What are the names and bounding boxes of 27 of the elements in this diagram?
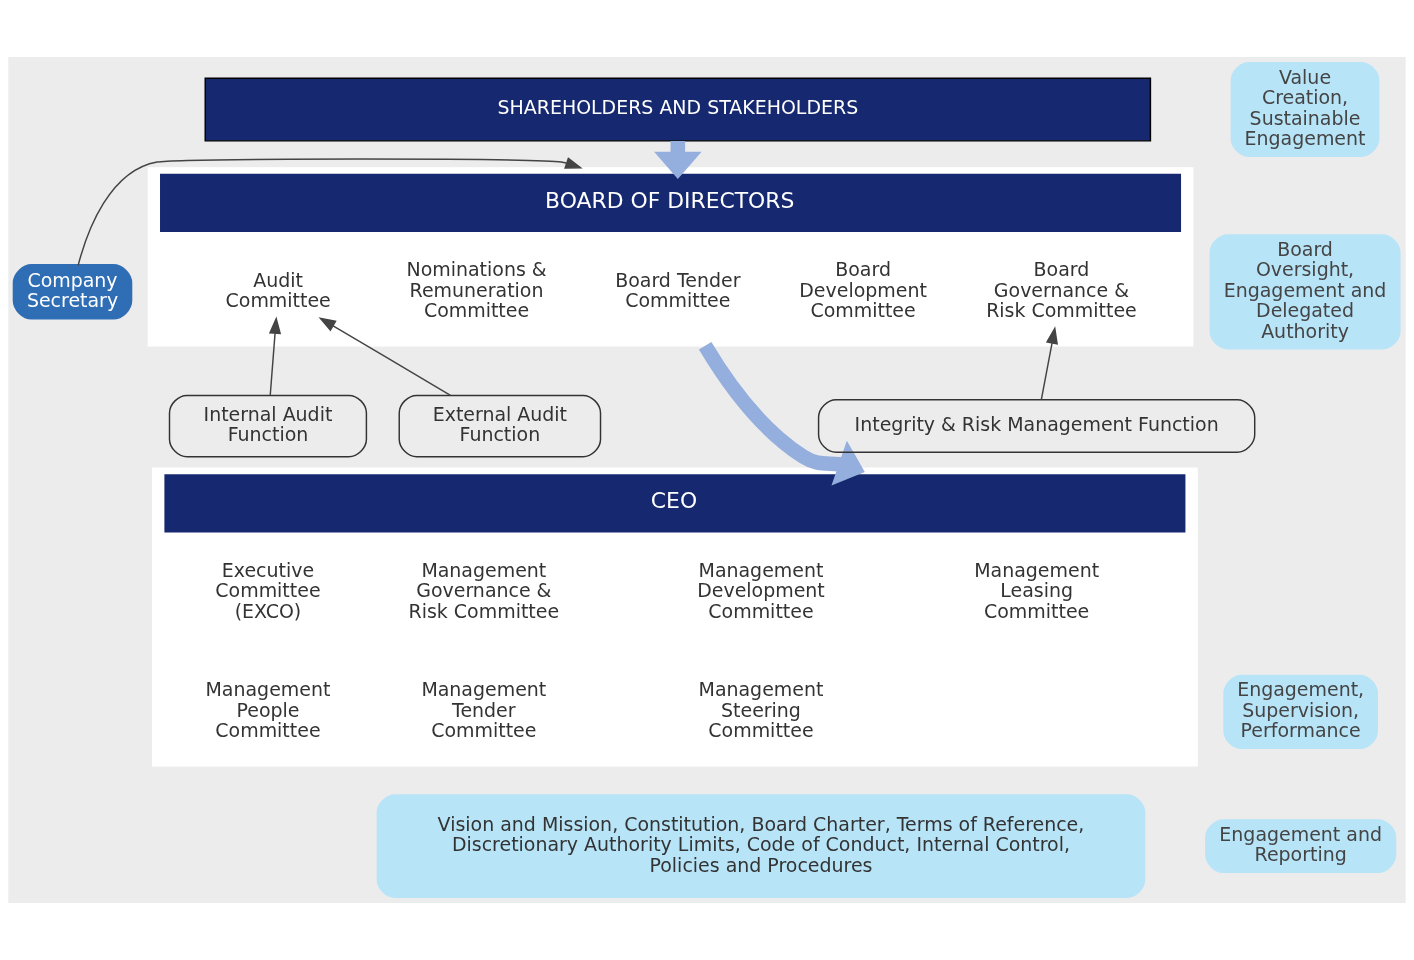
node-text: Nominations & Remuneration Committee [406,258,547,322]
node-text: Management Tender Committee [421,678,547,742]
node-box: Integrity & Risk Management Function [817,399,1256,454]
node-text: Management Development Committee [697,558,825,622]
node-box: Engagement and Reporting [1205,819,1397,874]
node-text: Management Governance & Risk Committee [408,558,560,622]
node-text: Executive Committee (EXCO) [215,558,321,622]
node-text: Board Governance & Risk Committee [986,258,1137,322]
node-text: Board Development Committee [799,258,927,322]
arrow [318,317,452,397]
arrow [268,316,282,396]
node-box: Company Secretary [12,264,133,320]
node-text: Management Steering Committee [698,678,824,742]
node-box: Vision and Mission, Constitution, Board Charter, Terms of Reference, Discretionary Authority Limits, Code of Conduct, Internal Control, Policies and Procedures [376,794,1146,898]
node-box: Value Creation, Sustainable Engagement [1230,62,1380,157]
node-text: Management Leasing Committee [974,558,1100,622]
arrow [77,157,583,267]
node-text: Audit Committee [225,268,331,312]
node-box: Internal Audit Function [168,394,368,458]
node-text: Board Tender Committee [615,268,741,312]
node-box: Engagement, Supervision, Performance [1223,674,1378,750]
node-box: SHAREHOLDERS AND STAKEHOLDERS [204,77,1152,142]
node-text: Management People Committee [205,678,331,742]
arrow [698,342,865,486]
node-box: Board Oversight, Engagement and Delegated Authority [1209,234,1401,350]
node-box: External Audit Function [398,394,602,458]
arrow [1040,326,1058,401]
